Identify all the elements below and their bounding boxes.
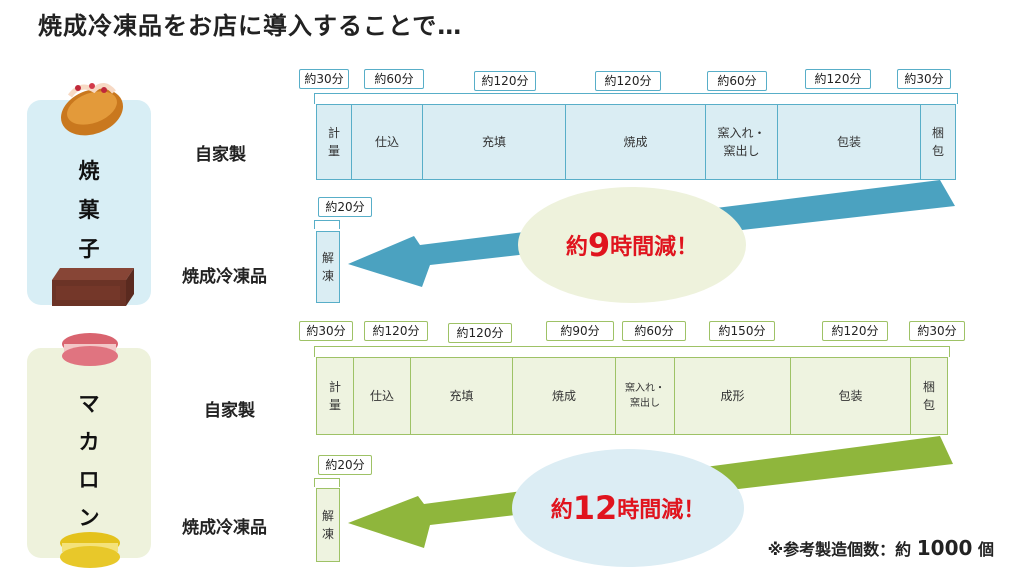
thaw-step: 解凍: [316, 231, 340, 303]
process-step: 梱包: [920, 104, 956, 180]
timeline-bracket: [314, 478, 340, 487]
process-step: 包装: [790, 357, 911, 435]
duration-label: 約60分: [622, 321, 686, 341]
process-step: 焼成: [565, 104, 706, 180]
thaw-step: 解凍: [316, 488, 340, 562]
process-step: 充填: [422, 104, 566, 180]
category-label-macaron: マカロン: [69, 385, 109, 537]
duration-label: 約90分: [546, 321, 614, 341]
category-char: ロ: [78, 468, 100, 492]
process-step: 窯入れ・窯出し: [705, 104, 778, 180]
duration-label: 約30分: [909, 321, 965, 341]
category-char: 焼: [78, 159, 100, 183]
brownie-icon: [52, 268, 134, 306]
duration-label: 約20分: [318, 455, 372, 475]
process-step: 成形: [674, 357, 791, 435]
pink-macaron-icon: [62, 333, 118, 366]
process-step: 包装: [777, 104, 921, 180]
process-step: 計量: [316, 357, 354, 435]
macaron-panel: [27, 348, 151, 558]
production-quantity-note: ※参考製造個数：約 1000 個: [767, 536, 994, 560]
category-char: 子: [78, 237, 100, 261]
duration-label: 約120分: [805, 69, 871, 89]
yellow-macaron-icon: [60, 532, 120, 568]
duration-label: 約60分: [707, 71, 767, 91]
process-step: 焼成: [512, 357, 616, 435]
page-title: 焼成冷凍品をお店に導入することで…: [38, 12, 463, 40]
duration-label: 約120分: [364, 321, 428, 341]
process-step: 梱包: [910, 357, 948, 435]
category-char: 菓: [78, 198, 100, 222]
duration-label: 約120分: [474, 71, 536, 91]
category-char: ン: [78, 506, 100, 530]
duration-label: 約20分: [318, 197, 372, 217]
timeline-bracket: [314, 93, 958, 104]
madeleine-icon: [61, 83, 123, 136]
process-step: 計量: [316, 104, 352, 180]
category-label-baked-goods: 焼菓子: [69, 152, 109, 269]
duration-label: 約120分: [448, 323, 512, 343]
duration-label: 約30分: [897, 69, 951, 89]
frozen-product-label: 焼成冷凍品: [182, 518, 267, 538]
self-made-label: 自家製: [204, 401, 255, 421]
duration-label: 約30分: [299, 321, 353, 341]
duration-label: 約60分: [364, 69, 424, 89]
category-char: マ: [78, 392, 100, 416]
self-made-label: 自家製: [195, 145, 246, 165]
duration-label: 約120分: [595, 71, 661, 91]
process-step: 充填: [410, 357, 513, 435]
duration-label: 約30分: [299, 69, 349, 89]
timeline-bracket: [314, 346, 950, 357]
duration-label: 約150分: [709, 321, 775, 341]
frozen-product-label: 焼成冷凍品: [182, 267, 267, 287]
process-step: 窯入れ・窯出し: [615, 357, 675, 435]
process-step: 仕込: [351, 104, 423, 180]
timeline-bracket: [314, 220, 340, 229]
process-step: 仕込: [353, 357, 411, 435]
duration-label: 約120分: [822, 321, 888, 341]
category-char: カ: [78, 430, 100, 454]
